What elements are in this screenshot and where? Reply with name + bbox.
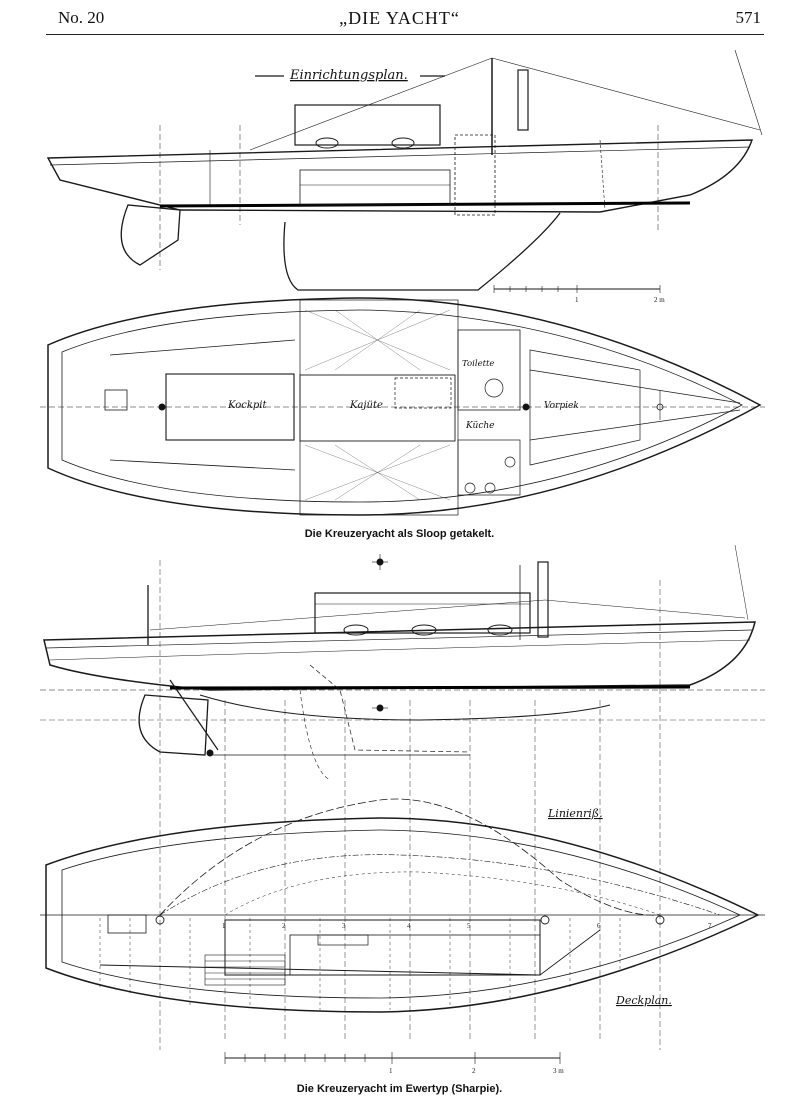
accommodation-plan-title: Einrichtungsplan. xyxy=(289,68,408,83)
station-label-6: 6 xyxy=(597,922,601,930)
scale-label-1m: 1 xyxy=(575,296,579,304)
accommodation-deck-view: Kockpit Kajüte Toilette Küche Vorpiek xyxy=(40,297,765,516)
station-label-1: 1 xyxy=(222,922,226,930)
room-label-cabin: Kajüte xyxy=(349,400,383,411)
station-label-7: 7 xyxy=(708,922,712,930)
issue-number: No. 20 xyxy=(58,8,105,27)
station-label-3: 3 xyxy=(342,922,346,930)
page-number: 571 xyxy=(735,8,762,27)
station-label-2: 2 xyxy=(282,922,286,930)
scale-ticks-1 xyxy=(493,285,661,293)
sharpie-profile-view xyxy=(40,544,765,1050)
scale-ticks-2 xyxy=(224,1052,561,1064)
caption-sloop: Die Kreuzeryacht als Sloop getakelt. xyxy=(304,528,495,540)
scale2-label-1m: 1 xyxy=(389,1067,393,1075)
room-label-kitchen: Küche xyxy=(465,421,495,431)
scale-label-2m: 2 m xyxy=(654,296,665,304)
room-label-cockpit: Kockpit xyxy=(227,400,267,411)
hatch-slats xyxy=(204,954,286,986)
station-label-5: 5 xyxy=(467,922,471,930)
accommodation-profile-view: Einrichtungsplan. xyxy=(46,49,763,304)
station-label-4: 4 xyxy=(407,922,411,930)
sharpie-deck-and-lines-view: Linienriß. 1 2 xyxy=(40,798,765,1075)
deck-plan-title: Deckplan. xyxy=(615,994,672,1007)
lines-plan-title: Linienriß. xyxy=(547,807,603,820)
room-label-toilet: Toilette xyxy=(462,359,494,369)
caption-sharpie: Die Kreuzeryacht im Ewertyp (Sharpie). xyxy=(296,1083,503,1095)
journal-title: „DIE YACHT“ xyxy=(339,8,460,28)
scale2-label-3m: 3 m xyxy=(553,1067,564,1075)
scale2-label-2m: 2 xyxy=(472,1067,476,1075)
room-label-forepeak: Vorpiek xyxy=(544,401,579,411)
header-rule xyxy=(46,34,764,35)
